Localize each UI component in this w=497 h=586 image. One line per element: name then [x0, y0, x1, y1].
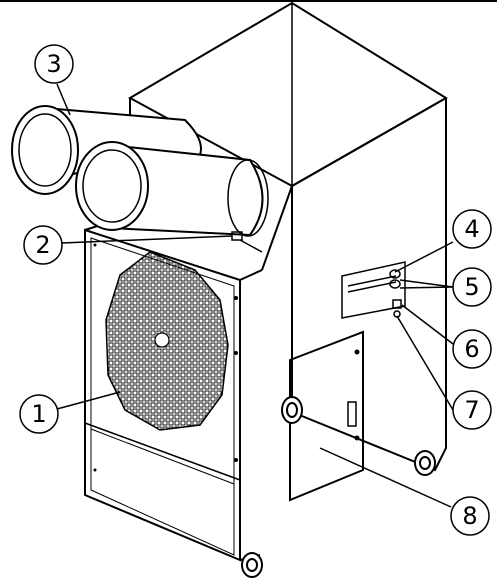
- callout-5: 5: [452, 267, 492, 307]
- svg-text:6: 6: [464, 335, 479, 363]
- svg-text:7: 7: [464, 396, 479, 424]
- callout-1: 1: [19, 394, 59, 434]
- callout-7: 7: [452, 390, 492, 430]
- svg-text:8: 8: [462, 502, 477, 530]
- cabinet-right-side: [291, 97, 447, 472]
- front-screws: [93, 243, 238, 472]
- svg-text:1: 1: [31, 400, 46, 428]
- svg-text:4: 4: [464, 215, 479, 243]
- svg-text:3: 3: [46, 50, 61, 78]
- callout-6: 6: [452, 329, 492, 369]
- svg-text:5: 5: [464, 273, 479, 301]
- leader-lines: [56, 83, 454, 508]
- condenser-grille: [105, 251, 229, 431]
- callout-8: 8: [450, 496, 490, 536]
- callout-4: 4: [452, 209, 492, 249]
- exhaust-ducts: [11, 105, 269, 237]
- access-panel: [289, 330, 364, 502]
- svg-text:2: 2: [35, 231, 50, 259]
- callout-3: 3: [34, 44, 74, 84]
- fan-hub: [154, 332, 170, 348]
- callout-2: 2: [23, 225, 63, 265]
- control-panel: [341, 261, 406, 319]
- caster-wheels: [241, 396, 436, 578]
